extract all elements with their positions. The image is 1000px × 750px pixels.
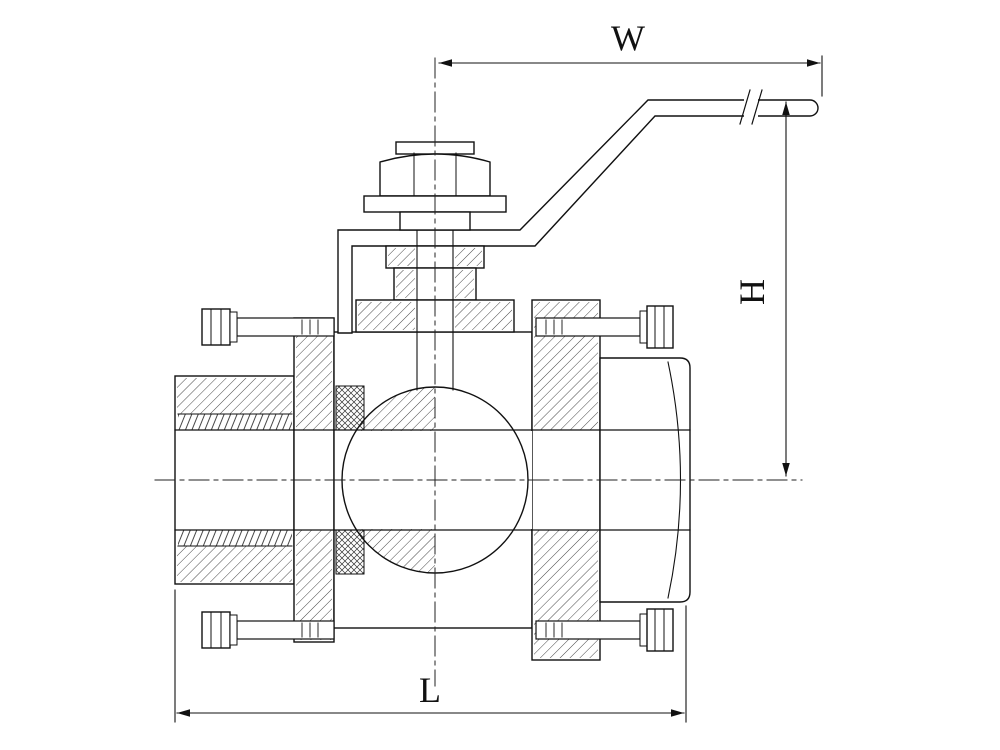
bolt-bottom-left (201, 611, 335, 649)
dimension-w (438, 55, 823, 97)
bolt-top-right (535, 305, 674, 349)
section-hatch (177, 546, 292, 582)
seat-ring (335, 385, 365, 431)
seat-ring (335, 529, 365, 575)
dimension-w-label: W (611, 18, 645, 58)
pipe-break-symbol (751, 89, 763, 125)
bolt-bottom-right (535, 608, 674, 652)
internal-thread (178, 530, 292, 546)
centerlines (154, 57, 803, 687)
dimension-l (174, 589, 687, 723)
section-hatch (296, 320, 332, 430)
bolt-top-left (201, 308, 335, 346)
dimension-l-label: L (419, 670, 441, 710)
internal-thread (178, 414, 292, 430)
pipe-break-symbol (739, 89, 751, 125)
section-hatch (177, 378, 292, 414)
flow-bore (174, 429, 691, 531)
dimension-h-label: H (732, 279, 772, 305)
